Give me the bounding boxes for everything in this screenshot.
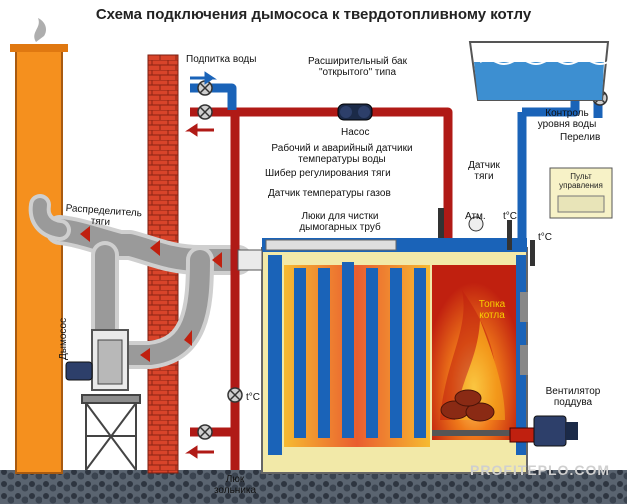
chimney-cap xyxy=(10,44,68,52)
label-water-supply: Подпитка воды xyxy=(186,54,257,65)
control-panel xyxy=(549,167,613,219)
label-temp-2: t°C xyxy=(538,232,552,243)
cleaning-hatches xyxy=(265,239,397,251)
label-ash-hatch-line1: Люк xyxy=(225,474,245,485)
logs xyxy=(440,389,495,422)
label-level-control-line1: Контроль xyxy=(545,108,589,119)
label-sensors-line1: Рабочий и аварийный датчики xyxy=(271,143,413,154)
label-cleaning-hatches-line2: дымогарных труб xyxy=(299,222,381,233)
label-firebox: Топка котла xyxy=(470,299,514,321)
label-cleaning-hatches: Люки для чистки дымогарных труб xyxy=(290,211,390,233)
label-temp-3: t°C xyxy=(246,392,260,403)
label-control-panel-line1: Пульт xyxy=(570,172,592,181)
label-control-panel-line2: управления xyxy=(559,181,603,190)
boiler-water-jacket-left xyxy=(268,255,282,455)
chimney xyxy=(15,47,63,474)
label-draft-gate: Шибер регулирования тяги xyxy=(265,168,391,179)
smoke-duct xyxy=(28,194,253,369)
diagram-title: Схема подключения дымососа к твердотопли… xyxy=(95,6,532,23)
red-out-arrow-top xyxy=(185,123,214,137)
sensors xyxy=(438,208,535,266)
water-in-arrow xyxy=(190,71,217,85)
label-draft-sensor: Датчик тяги xyxy=(462,160,506,182)
label-ash-hatch: Люк зольника xyxy=(205,474,265,496)
label-level-control: Контроль уровня воды xyxy=(526,108,608,130)
draft-damper xyxy=(237,249,263,271)
exhauster-impeller xyxy=(97,339,123,385)
red-out-arrow-bottom xyxy=(185,445,214,459)
boiler-door-lower xyxy=(520,345,528,375)
label-draft-sensor-line2: тяги xyxy=(474,171,494,182)
label-manometer: Атм. xyxy=(465,211,486,222)
label-temp-1: t°C xyxy=(503,211,517,222)
label-control-panel: Пульт управления xyxy=(550,172,612,190)
smoke-flow-arrows xyxy=(80,226,222,362)
label-sensors-line2: температуры воды xyxy=(298,154,386,165)
label-expansion-tank: Расширительный бак "открытого" типа xyxy=(290,56,425,78)
ash-door xyxy=(509,427,535,443)
label-sensors: Рабочий и аварийный датчики температуры … xyxy=(254,143,430,165)
label-level-control-line2: уровня воды xyxy=(537,119,597,130)
label-pump: Насос xyxy=(341,127,370,138)
grate xyxy=(432,430,516,436)
pump xyxy=(337,103,373,121)
label-draft-sensor-line1: Датчик xyxy=(468,160,500,171)
flue-tubes xyxy=(284,262,430,447)
label-expansion-tank-line2: "открытого" типа xyxy=(318,67,397,78)
exhauster-motor xyxy=(65,361,93,381)
label-blower-fan-line2: поддува xyxy=(553,397,593,408)
label-smoke-exhauster: Дымосос xyxy=(58,317,69,360)
expansion-tank xyxy=(468,41,610,101)
label-gas-temp-sensor: Датчик температуры газов xyxy=(268,188,391,199)
label-firebox-line2: котла xyxy=(479,310,505,321)
label-cleaning-hatches-line1: Люки для чистки xyxy=(301,211,379,222)
label-blower-fan-line1: Вентилятор xyxy=(545,386,601,397)
label-firebox-line1: Топка xyxy=(478,299,506,310)
blower-fan xyxy=(533,415,578,447)
label-ash-hatch-line2: зольника xyxy=(213,485,257,496)
boiler-door-upper xyxy=(520,292,528,322)
watermark: PROFITEPLO.COM xyxy=(470,462,610,478)
label-blower-fan: Вентилятор поддува xyxy=(538,386,608,408)
ground-coal xyxy=(0,470,627,504)
chimney-smoke xyxy=(34,18,46,42)
label-overflow: Перелив xyxy=(560,132,601,143)
exhauster-stand xyxy=(81,394,141,471)
label-expansion-tank-line1: Расширительный бак xyxy=(308,56,407,67)
